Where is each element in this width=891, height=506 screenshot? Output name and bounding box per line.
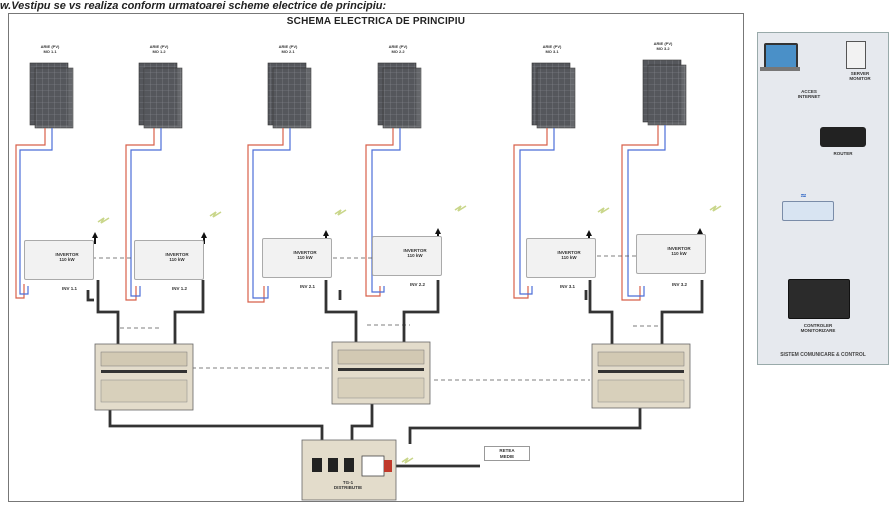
diagram-title: SCHEMA ELECTRICA DE PRINCIPIU (286, 16, 466, 27)
wifi-icon: ≈ (800, 191, 807, 200)
laptop-icon (764, 43, 798, 69)
wireless-signal-icons (97, 205, 722, 464)
router-label: ROUTER (833, 151, 853, 156)
network-switch-icon (782, 201, 834, 221)
pv-array-label-1: ARIE (PV) MO 1.1 (40, 44, 60, 54)
pv-array-6 (642, 59, 687, 126)
dc-wiring (15, 125, 666, 303)
diagram-frame: SCHEMA ELECTRICA DE PRINCIPIU (8, 13, 744, 502)
laptop-base (760, 67, 800, 71)
inverter-label: INVERTOR 110 kW (667, 246, 691, 256)
inverter-id-3: INV 2.1 (300, 284, 316, 289)
header-text: w.Vestipu se vs realiza conform urmatoar… (0, 0, 387, 12)
feeder-wiring (108, 398, 642, 468)
inverter-label: INVERTOR 110 kW (403, 248, 427, 258)
sub-panel-3 (591, 343, 691, 409)
inverter-id-4: INV 2.2 (410, 282, 426, 287)
pv-array-1 (29, 62, 74, 129)
pv-array-4 (377, 62, 422, 129)
sub-panel-1 (94, 343, 194, 411)
side-panel-caption: SISTEM COMUNICARE & CONTROL (780, 352, 866, 358)
inverter-id-5: INV 3.1 (560, 284, 576, 289)
main-panel-label: TG-1 DISTRIBUTIE (333, 480, 363, 490)
inverter-2: INVERTOR 110 kW (134, 240, 204, 280)
pv-array-3 (267, 62, 312, 129)
inverter-6: INVERTOR 110 kW (636, 234, 706, 274)
laptop-label: ACCES INTERNET (797, 89, 821, 99)
inverter-id-6: INV 3.2 (672, 282, 688, 287)
controller-icon (788, 279, 850, 319)
pv-array-label-4: ARIE (PV) MO 2.2 (388, 44, 408, 54)
controller-label: CONTROLER MONITORIZARE (800, 323, 836, 333)
inverter-label: INVERTOR 110 kW (165, 252, 189, 262)
main-distribution-panel (301, 439, 397, 501)
pv-array-5 (531, 62, 576, 129)
router-icon (820, 127, 866, 147)
pv-array-label-3: ARIE (PV) MO 2.1 (278, 44, 298, 54)
inverter-1: INVERTOR 110 kW (24, 240, 94, 280)
ac-wiring (86, 280, 704, 355)
inverter-label: INVERTOR 110 kW (55, 252, 79, 262)
inverter-3: INVERTOR 110 kW (262, 238, 332, 278)
pv-array-label-6: ARIE (PV) MO 3.2 (653, 41, 673, 51)
pv-array-2 (138, 62, 183, 129)
pv-array-label-2: ARIE (PV) MO 1.2 (149, 44, 169, 54)
grid-connection-note: RETEA MEDIE (484, 446, 530, 461)
inverter-4: INVERTOR 110 kW (372, 236, 442, 276)
inverter-id-1: INV 1.1 (62, 286, 78, 291)
inverter-id-2: INV 1.2 (172, 286, 188, 291)
communication-control-panel: ACCES INTERNET SERVER MONITOR ROUTER ≈ C… (757, 32, 889, 365)
server-icon (846, 41, 866, 69)
pv-array-label-5: ARIE (PV) MO 3.1 (542, 44, 562, 54)
inverter-label: INVERTOR 110 kW (293, 250, 317, 260)
sub-panel-2 (331, 341, 431, 405)
inverter-label: INVERTOR 110 kW (557, 250, 581, 260)
inverter-5: INVERTOR 110 kW (526, 238, 596, 278)
server-label: SERVER MONITOR (849, 71, 871, 81)
